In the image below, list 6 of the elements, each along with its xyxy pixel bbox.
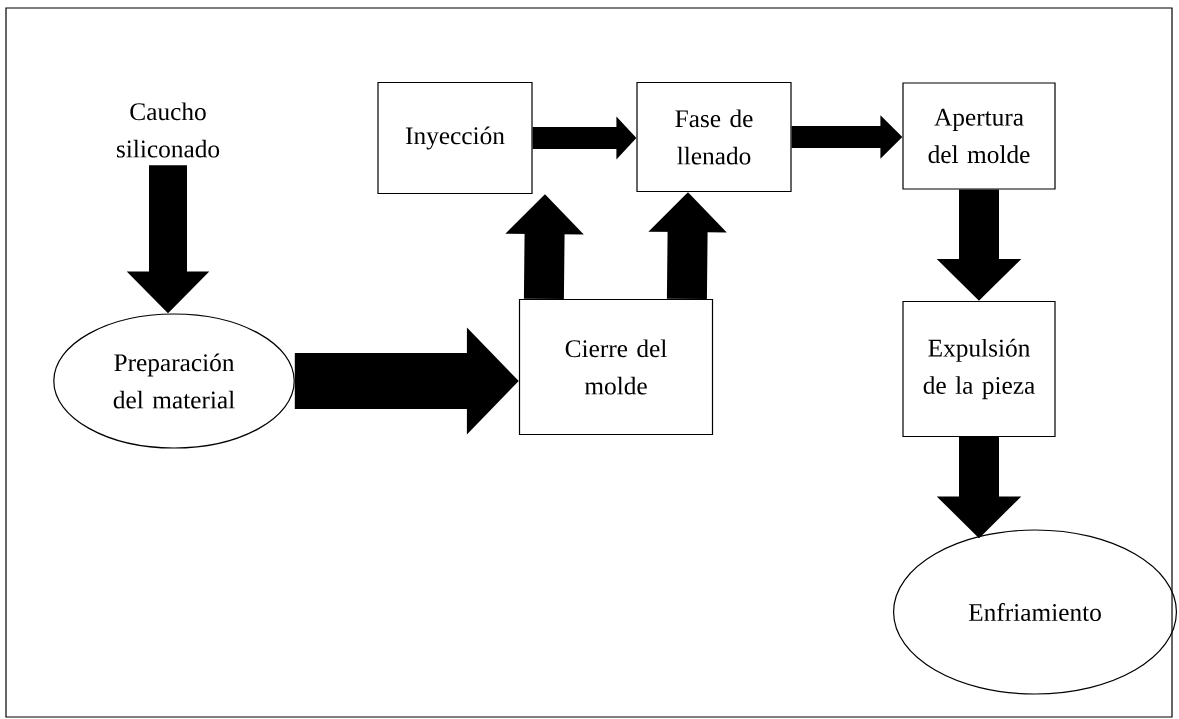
- process-box: Fase de llenado: [636, 81, 792, 193]
- process-box: Expulsión de la pieza: [902, 300, 1056, 438]
- input-label: Caucho siliconado: [117, 102, 220, 158]
- process-box: Cierre del molde: [518, 298, 714, 436]
- process-box: Inyección: [377, 81, 533, 195]
- process-box: Apertura del molde: [902, 82, 1056, 190]
